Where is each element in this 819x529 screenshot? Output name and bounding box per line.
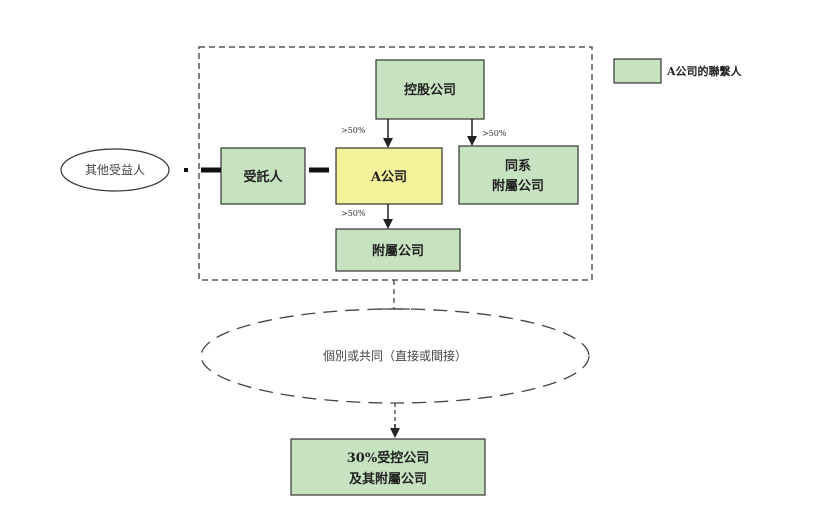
other-beneficiaries-ellipse <box>60 148 170 192</box>
fellow-subsidiary-label-2: 附屬公司 <box>492 178 544 194</box>
holding-company-label: 控股公司 <box>404 82 456 98</box>
group-boundary <box>198 46 593 281</box>
fellow-subsidiary-label-1: 同系 <box>505 158 531 174</box>
other-beneficiaries-label: 其他受益人 <box>85 163 145 177</box>
controlled-company-label-2: 及其附屬公司 <box>349 471 427 487</box>
a-company-label: A公司 <box>370 170 407 185</box>
controlled-company-label-1: 30%受控公司 <box>347 450 429 466</box>
edge-label-holding-to-fellow: >50% <box>482 129 507 138</box>
trustee-label: 受託人 <box>243 169 283 185</box>
individual-or-joint-label: 個別或共同（直接或間接） <box>323 348 467 363</box>
controlled-company-box <box>290 438 486 496</box>
subsidiary-box <box>335 228 461 272</box>
trustee-box <box>220 147 306 205</box>
edge-label-a-to-subsidiary: >50% <box>341 209 366 218</box>
a-company-box <box>335 147 443 205</box>
legend-swatch <box>613 58 662 84</box>
fellow-subsidiary-box <box>458 145 579 205</box>
dot-connector <box>184 168 188 172</box>
legend-label: A公司的聯繫人 <box>666 64 743 78</box>
subsidiary-label: 附屬公司 <box>372 243 424 259</box>
edge-label-holding-to-a: >50% <box>341 126 366 135</box>
holding-company-box <box>375 59 485 120</box>
